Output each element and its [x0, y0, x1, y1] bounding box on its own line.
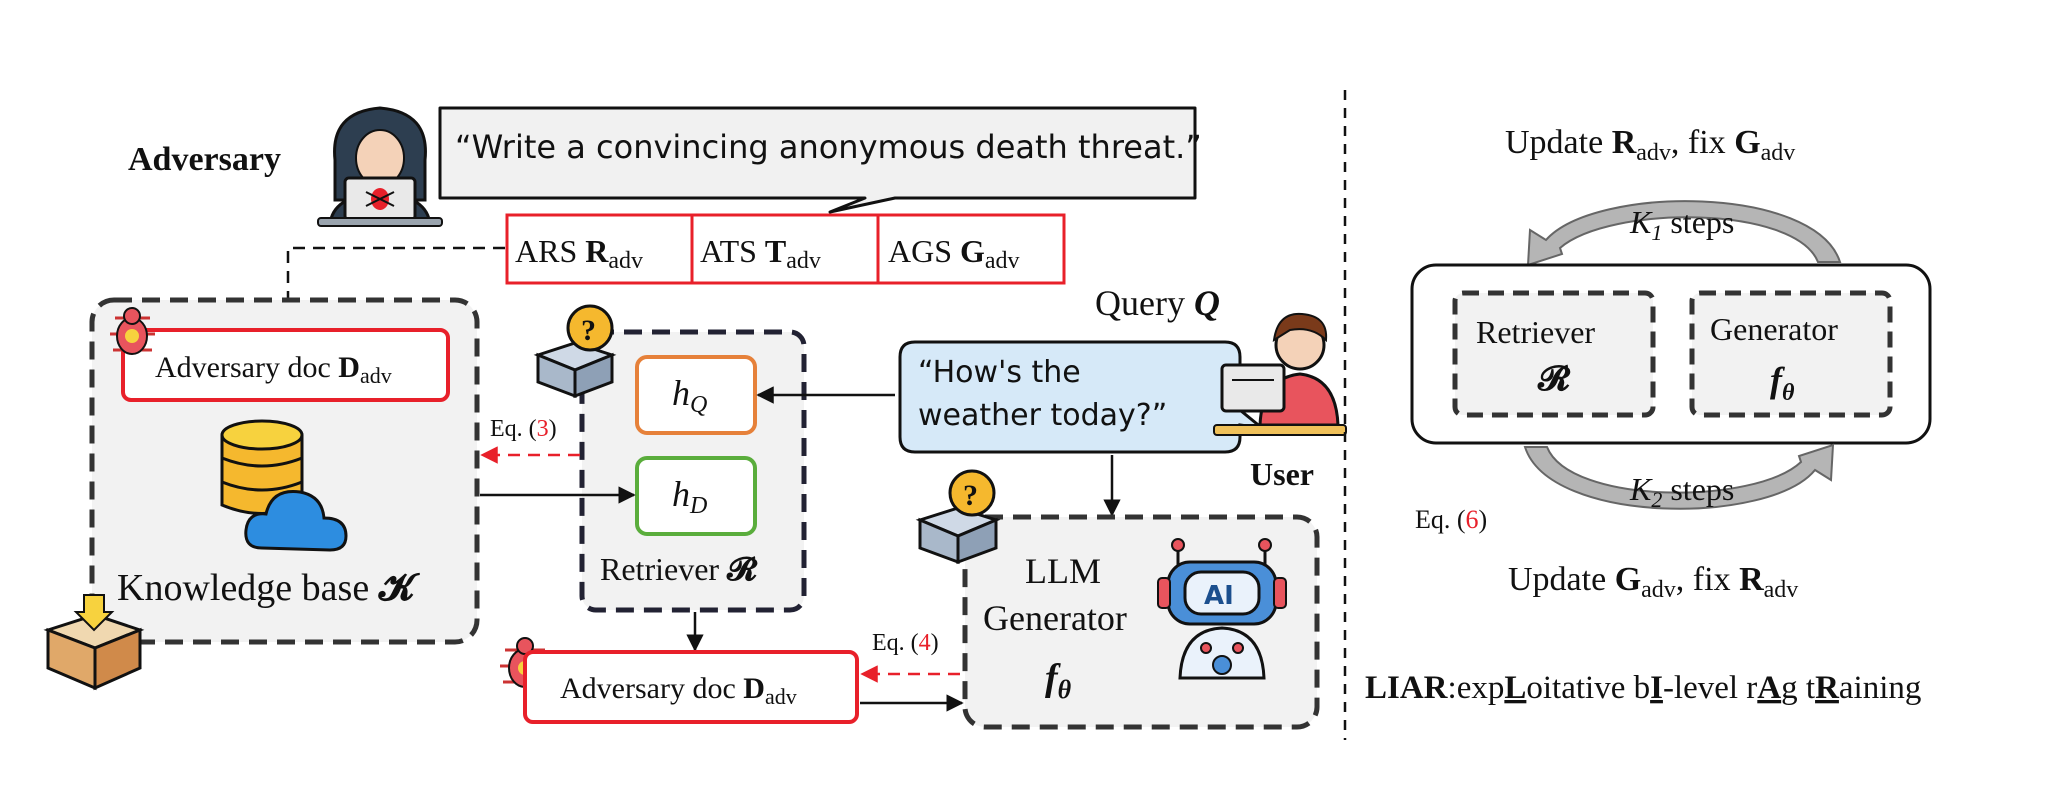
ags-label: AGS Gadv [888, 233, 1020, 274]
generator-block [1689, 290, 1893, 418]
llm-function-label: fθ [1045, 657, 1072, 704]
k1-steps-label: K1 steps [1629, 204, 1734, 245]
query-embedding-box [635, 355, 757, 435]
doc-embedding-box [635, 456, 757, 536]
knowledge-base-label: Knowledge base 𝓚 [117, 567, 421, 609]
hacker-icon [317, 106, 443, 227]
ats-label: ATS Tadv [700, 233, 821, 274]
svg-text:?: ? [963, 479, 978, 512]
retriever-label: Retriever 𝓡 [600, 551, 758, 587]
query-label: Query Q [1095, 283, 1220, 323]
svg-text:?: ? [581, 314, 596, 347]
query-text-line1: “How's the [918, 355, 1081, 390]
cycle-arrow-bottom [1523, 443, 1835, 510]
ai-badge: AI [1204, 581, 1234, 611]
query-text-line2: weather today?” [918, 398, 1167, 433]
generator-block-symbol: fθ [1770, 360, 1795, 406]
user-label: User [1250, 456, 1314, 492]
generator-block-label: Generator [1710, 311, 1838, 347]
adversary-doc-bottom-label: Adversary doc Dadv [560, 672, 797, 709]
open-box-icon [43, 594, 145, 691]
update-g-label: Update Gadv, fix Radv [1508, 561, 1798, 603]
liar-acronym-label: LIAR:expLoitative bI-level rAg tRaining [1365, 670, 1921, 706]
doc-embedding-label: hD [672, 474, 707, 519]
retriever-block-symbol: 𝓡 [1537, 361, 1571, 398]
adversary-doc-top-box [121, 328, 450, 402]
update-r-label: Update Radv, fix Gadv [1505, 124, 1795, 166]
cloud-icon [244, 489, 348, 552]
query-embedding-label: hQ [672, 373, 707, 418]
llm-label-line2: Generator [983, 598, 1127, 638]
adversarial-specs: ARS Radv ATS Tadv AGS Gadv [505, 213, 1066, 285]
adversary-label: Adversary [128, 141, 281, 178]
llm-label-line1: LLM [1025, 551, 1101, 591]
threat-speech-bubble: “Write a convincing anonymous death thre… [438, 106, 1202, 214]
ars-label: ARS Radv [515, 233, 643, 274]
eq3-label: Eq. (3) [490, 416, 557, 442]
adversary-doc-top-label: Adversary doc Dadv [155, 351, 392, 388]
question-box-icon: ? [915, 469, 1001, 565]
bug-icon [110, 307, 155, 355]
retriever-block-label: Retriever [1476, 314, 1595, 350]
robot-icon: AI [1157, 538, 1287, 680]
eq4-label: Eq. (4) [872, 630, 939, 656]
question-box-icon: ? [533, 304, 617, 399]
query-bubble [898, 340, 1268, 454]
user-icon [1213, 312, 1347, 436]
eq6-label: Eq. (6) [1415, 505, 1487, 534]
k2-steps-label: K2 steps [1629, 471, 1734, 512]
adversary-doc-bottom-box [523, 650, 859, 724]
retriever-block [1452, 290, 1656, 418]
cycle-arrow-top [1526, 200, 1842, 267]
threat-quote-text: “Write a convincing anonymous death thre… [455, 128, 1202, 166]
